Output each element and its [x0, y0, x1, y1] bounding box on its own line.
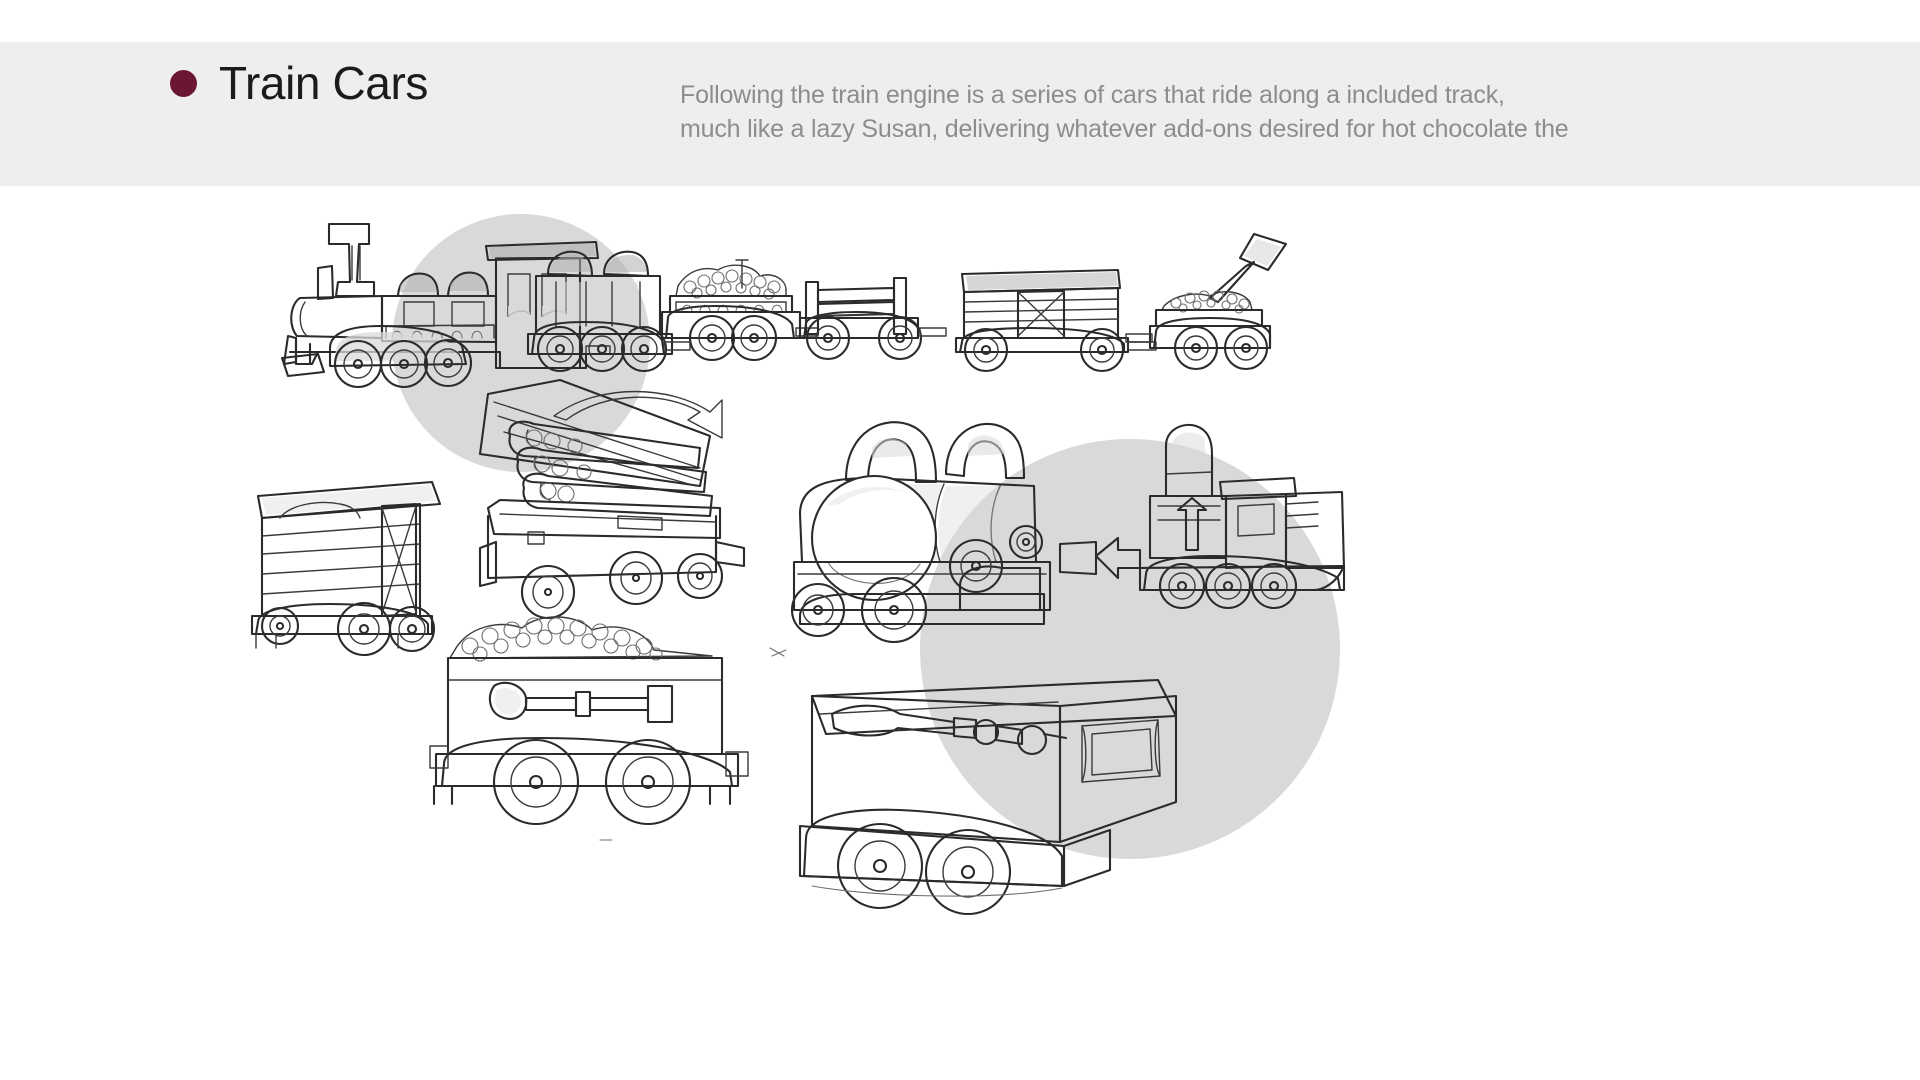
gravel-hopper-car-sketch — [660, 259, 819, 362]
flatbed-coupler-study-sketch — [798, 678, 1178, 916]
locomotive-wheels — [333, 338, 473, 389]
flatbed-car-wheels — [805, 315, 923, 361]
locomotive-rear-wheels — [1158, 562, 1298, 610]
log-bundle — [508, 420, 714, 518]
tank-car-highlight-circle — [920, 439, 1340, 859]
flatbed-study-wheels — [836, 822, 1012, 916]
page-title-row: Train Cars — [170, 60, 428, 106]
tank-car-wheels — [536, 325, 668, 373]
hopper-car-wheels — [688, 314, 778, 362]
tank-car-sketch — [526, 250, 691, 373]
steam-locomotive-sketch — [280, 222, 611, 389]
description-line-2: much like a lazy Susan, delivering whate… — [680, 115, 1569, 143]
locomotive-rear-study-sketch — [1058, 424, 1346, 610]
tank-car-study-wheels — [790, 524, 1044, 644]
boxcar-wheels — [963, 327, 1125, 373]
dump-car-wheels — [1173, 325, 1269, 371]
shovel-dump-car-sketch — [1125, 232, 1288, 371]
gravel-shovel-car-study-sketch — [429, 616, 749, 826]
stray-pencil-mark — [769, 647, 787, 657]
header-band — [0, 42, 1920, 186]
log-car-study-sketch — [478, 378, 746, 620]
gravel-car-study-wheels — [492, 738, 692, 826]
filled-circle-bullet-icon — [170, 69, 197, 97]
assembled-train-row — [280, 222, 1288, 389]
highlight-layer — [0, 186, 1920, 1080]
boxcar-study-wheels — [260, 601, 436, 657]
log-car-study-wheels — [520, 550, 724, 620]
description-block: Following the train engine is a series o… — [680, 78, 1860, 146]
log-flatbed-car-sketch — [798, 276, 947, 361]
train-sketches — [250, 222, 1346, 916]
tank-car-study-sketch — [790, 421, 1052, 644]
boxcar-sketch — [954, 268, 1157, 373]
page-title: Train Cars — [219, 57, 428, 109]
description-line-1: Following the train engine is a series o… — [680, 81, 1505, 109]
boxcar-study-sketch — [250, 480, 442, 657]
sketch-canvas — [0, 186, 1920, 1080]
